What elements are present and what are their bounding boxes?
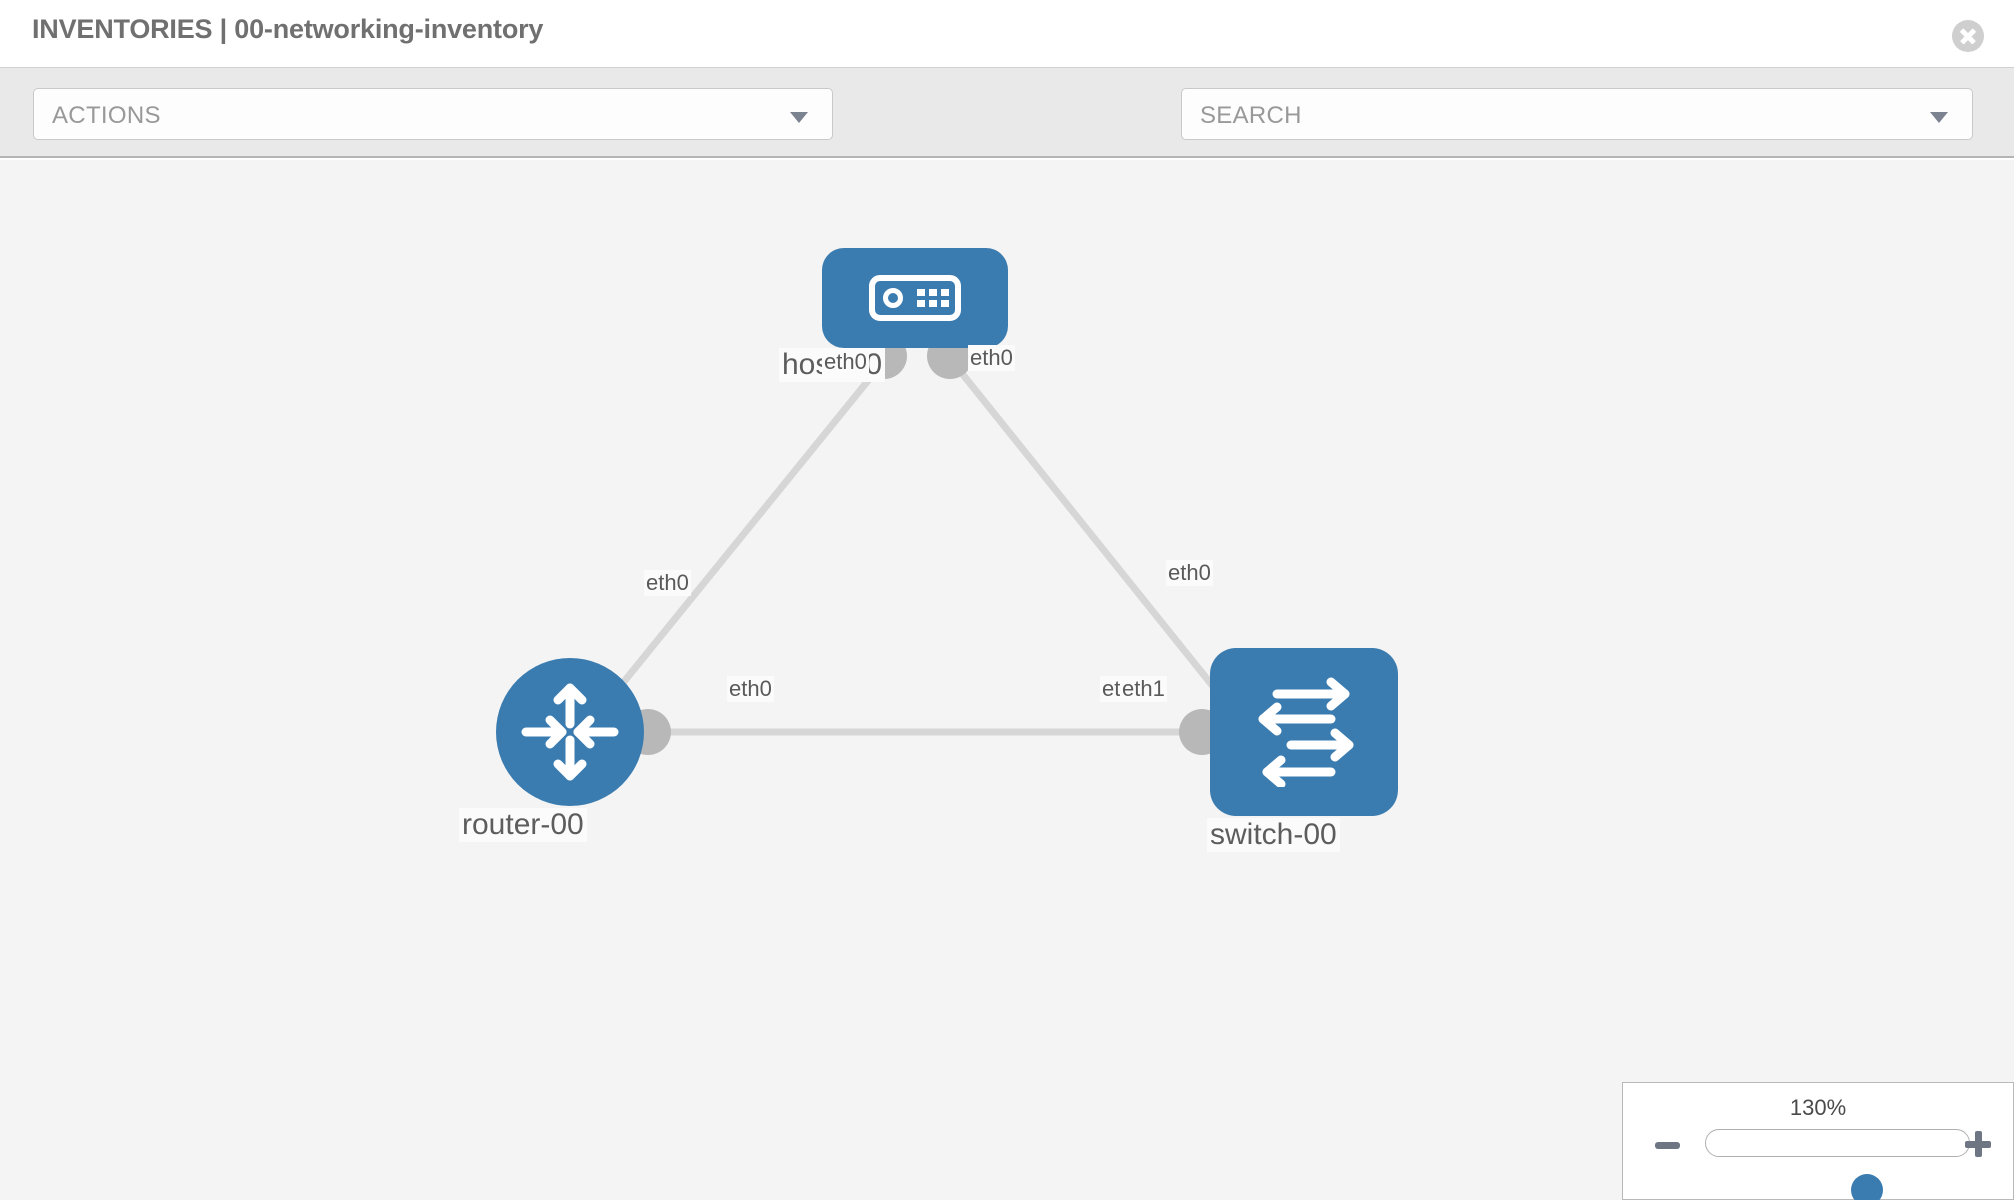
switch-node-shape[interactable] bbox=[1210, 648, 1398, 816]
zoom-slider-track[interactable] bbox=[1705, 1129, 1970, 1200]
topology-canvas[interactable]: host-00 router-00 bbox=[0, 160, 2014, 1200]
plus-icon[interactable] bbox=[1965, 1131, 1991, 1157]
titlebar: INVENTORIES | 00-networking-inventory bbox=[0, 0, 2014, 68]
server-icon bbox=[869, 275, 961, 321]
close-icon[interactable] bbox=[1952, 20, 1984, 52]
router-node-shape[interactable] bbox=[496, 658, 644, 806]
edge-label-router-up: eth0 bbox=[644, 570, 691, 596]
edge-label-host-left: eth0 bbox=[822, 349, 869, 375]
edge-host-switch bbox=[945, 353, 1243, 723]
actions-dropdown-label: ACTIONS bbox=[52, 102, 161, 129]
chevron-down-icon[interactable] bbox=[1930, 112, 1948, 123]
edge-label-host-right: eth0 bbox=[968, 345, 1015, 371]
node-router-00[interactable]: router-00 bbox=[459, 658, 644, 842]
node-label-switch-00: switch-00 bbox=[1207, 818, 1340, 852]
host-node-shape[interactable] bbox=[822, 248, 1008, 348]
router-arrows-icon bbox=[521, 683, 619, 781]
chevron-down-icon bbox=[790, 112, 808, 123]
zoom-slider-handle[interactable] bbox=[1851, 1174, 1883, 1200]
search-input[interactable]: SEARCH bbox=[1181, 88, 1973, 140]
minus-icon[interactable] bbox=[1655, 1142, 1680, 1149]
toolbar: ACTIONS SEARCH bbox=[0, 68, 2014, 189]
edge-label-switch-left: eth1 bbox=[1120, 676, 1167, 702]
zoom-level-value: 130% bbox=[1789, 1095, 1847, 1120]
switch-arrows-icon bbox=[1258, 677, 1354, 787]
node-switch-00[interactable]: switch-00 bbox=[1207, 648, 1398, 852]
node-host-00[interactable]: host-00 bbox=[779, 248, 1008, 382]
node-label-router-00: router-00 bbox=[459, 808, 587, 842]
edge-host-router bbox=[585, 353, 891, 729]
edge-label-router-right: eth0 bbox=[727, 676, 774, 702]
edge-label-switch-up: eth0 bbox=[1166, 560, 1213, 586]
search-placeholder: SEARCH bbox=[1200, 102, 1302, 129]
page-title: INVENTORIES | 00-networking-inventory bbox=[32, 14, 544, 44]
zoom-control-panel: 130% bbox=[1622, 1082, 2014, 1200]
actions-dropdown[interactable]: ACTIONS bbox=[33, 88, 833, 140]
